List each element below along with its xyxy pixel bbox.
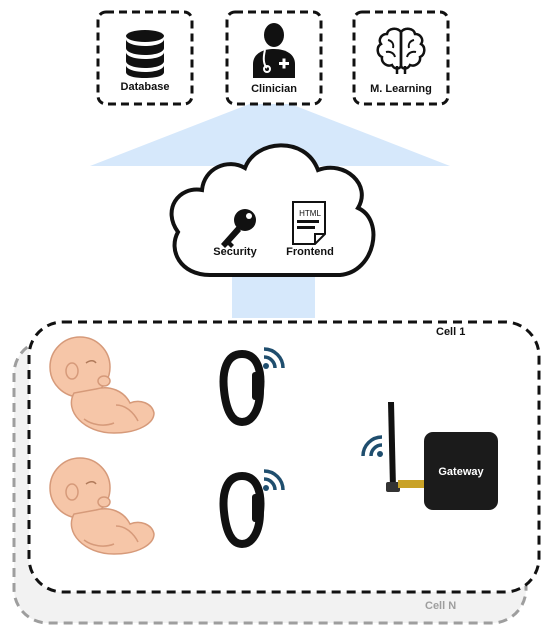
key-icon	[221, 209, 256, 248]
brain-icon	[376, 27, 426, 74]
sound-wave-2	[143, 496, 213, 520]
html-document-icon	[292, 201, 326, 245]
wifi-icon	[263, 347, 285, 369]
cell-n-label: Cell N	[425, 600, 457, 612]
fetus-icon	[49, 336, 155, 434]
clinician-label: Clinician	[251, 83, 297, 95]
wristband-icon	[219, 350, 265, 426]
wifi-icon	[263, 469, 285, 491]
security-label: Security	[213, 246, 257, 258]
ml-label: M. Learning	[370, 83, 432, 95]
fetus-icon	[49, 457, 155, 555]
database-icon	[126, 30, 164, 78]
gateway-device	[386, 402, 498, 510]
database-box	[96, 10, 194, 106]
clinician-icon	[253, 23, 295, 78]
cloud	[169, 143, 376, 277]
gateway-label: Gateway	[438, 466, 484, 478]
frontend-label: Frontend	[286, 246, 334, 258]
sound-wave-1	[143, 374, 213, 398]
wifi-icon	[361, 435, 383, 457]
wristband-icon	[219, 472, 265, 548]
cell-1-label: Cell 1	[436, 326, 466, 338]
html-badge: HTML	[299, 209, 321, 218]
database-label: Database	[120, 81, 170, 93]
